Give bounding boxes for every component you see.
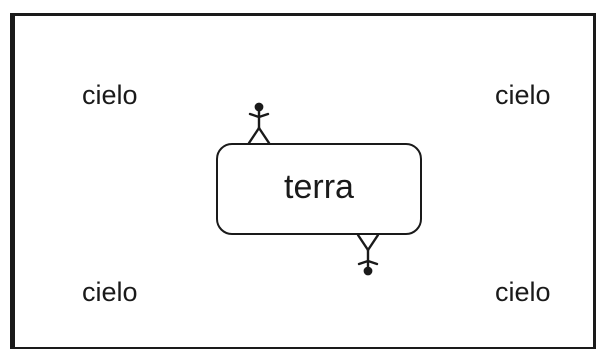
- sky-label-top-left: cielo: [82, 80, 138, 110]
- person-top-icon: [247, 102, 271, 145]
- sky-label-top-right: cielo: [495, 80, 551, 110]
- earth-box: terra: [216, 143, 422, 235]
- earth-label: terra: [284, 168, 354, 206]
- sky-label-bottom-right: cielo: [495, 277, 551, 307]
- sky-label-bottom-left: cielo: [82, 277, 138, 307]
- person-bottom-icon: [356, 233, 380, 276]
